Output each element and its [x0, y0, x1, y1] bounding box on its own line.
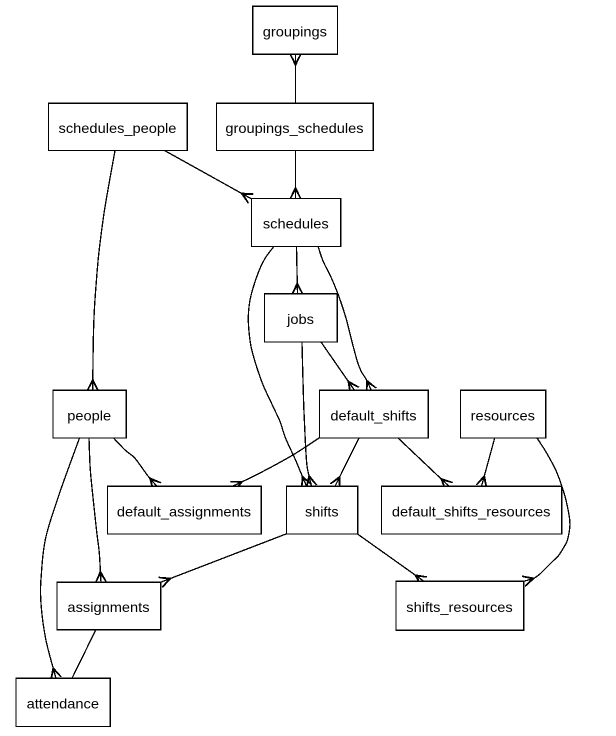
svg-text:attendance: attendance: [27, 696, 100, 712]
svg-text:default_shifts_resources: default_shifts_resources: [392, 503, 551, 519]
svg-text:people: people: [67, 407, 111, 423]
svg-text:default_shifts: default_shifts: [330, 407, 416, 423]
svg-text:default_assignments: default_assignments: [117, 503, 251, 519]
svg-text:resources: resources: [471, 407, 535, 423]
svg-text:groupings: groupings: [263, 24, 327, 40]
svg-text:shifts_resources: shifts_resources: [406, 599, 513, 615]
svg-text:schedules_people: schedules_people: [59, 120, 177, 136]
svg-text:shifts: shifts: [305, 503, 339, 519]
svg-text:jobs: jobs: [286, 311, 314, 327]
svg-text:assignments: assignments: [67, 599, 149, 615]
svg-text:schedules: schedules: [263, 216, 329, 232]
svg-text:groupings_schedules: groupings_schedules: [225, 120, 363, 136]
